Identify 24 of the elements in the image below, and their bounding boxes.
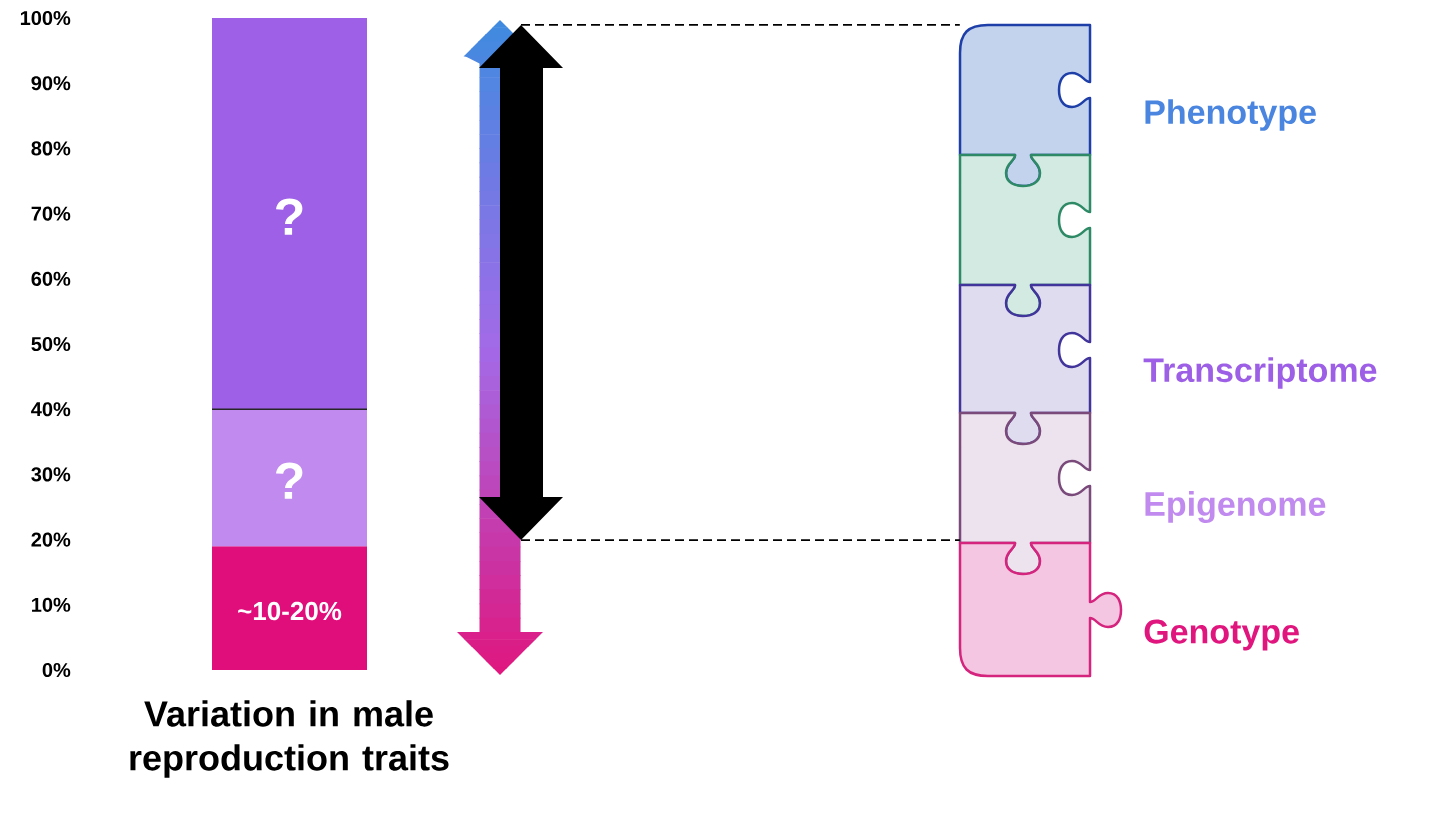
tick-label: 70% <box>31 206 71 221</box>
tick-label: 10% <box>32 597 71 612</box>
value-label: ? <box>276 462 303 499</box>
puzzle-piece <box>958 411 1092 576</box>
tick-label: 90% <box>31 76 71 91</box>
puzzle-piece <box>958 153 1092 318</box>
leader-line <box>520 539 961 542</box>
tick-label: 0% <box>42 662 71 678</box>
tick-label: 100% <box>20 10 71 26</box>
layer-label: Genotype <box>1144 619 1299 651</box>
value-label: ~10-20% <box>238 601 342 621</box>
tick-label: 80% <box>31 141 71 156</box>
tick-label: 30% <box>31 467 71 482</box>
value-label: ? <box>276 198 303 235</box>
layer-label: Phenotype <box>1145 99 1316 131</box>
layer-label: Transcriptome <box>1143 357 1377 389</box>
tick-label: 50% <box>31 336 71 352</box>
tick-label: 60% <box>31 271 71 286</box>
axis-title: Variation in male reproduction traits <box>130 700 449 778</box>
tick-label: 20% <box>31 532 71 547</box>
tick-label: 40% <box>31 402 71 417</box>
layer-label: Epigenome <box>1145 491 1326 523</box>
double-arrow <box>479 25 563 540</box>
leader-line <box>520 23 961 26</box>
